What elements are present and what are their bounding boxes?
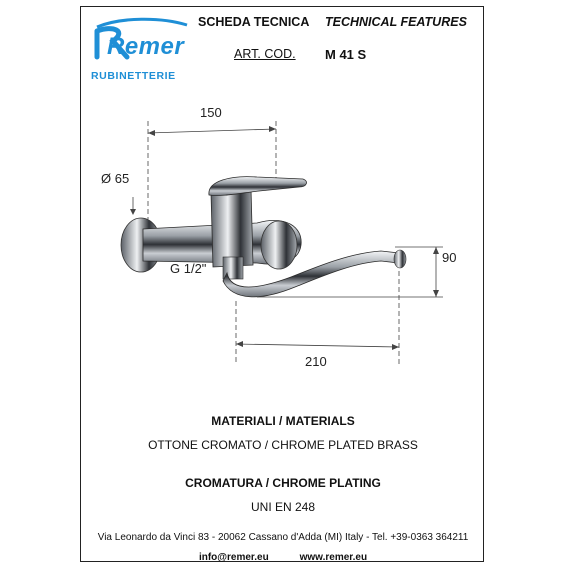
article-code: M 41 S <box>325 47 367 62</box>
cartridge <box>210 188 254 268</box>
technical-features-label: TECHNICAL FEATURES <box>325 15 467 29</box>
logo-subtitle: RUBINETTERIE <box>91 70 176 82</box>
dim-diameter-label: Ø 65 <box>101 171 130 186</box>
footer-contacts: info@remer.eu www.remer.eu <box>81 547 485 565</box>
footer-email[interactable]: info@remer.eu <box>198 552 269 563</box>
materials-value: OTTONE CROMATO / CHROME PLATED BRASS <box>148 438 418 452</box>
dim-210-label: 210 <box>305 354 327 369</box>
plating-title: CROMATURA / CHROME PLATING <box>185 476 381 490</box>
materials-title: MATERIALI / MATERIALS <box>211 414 355 428</box>
logo-mark-icon <box>94 17 188 60</box>
art-cod-label: ART. COD. <box>234 47 296 61</box>
dim-90-label: 90 <box>442 250 457 265</box>
technical-sheet: Remer RUBINETTERIE SCHEDA TECNICA TECHNI… <box>80 6 485 565</box>
footer-address: Via Leonardo da Vinci 83 - 20062 Cassano… <box>97 532 469 543</box>
plating-value: UNI EN 248 <box>250 500 316 514</box>
footer-website[interactable]: www.remer.eu <box>299 552 368 563</box>
dim-thread-label: G 1/2" <box>170 261 207 276</box>
remer-logo: Remer RUBINETTERIE <box>91 13 191 85</box>
logo-brand: Remer <box>107 33 185 60</box>
dim-150-label: 150 <box>200 105 222 120</box>
wall-flange-right <box>260 220 298 270</box>
faucet-drawing <box>120 121 443 365</box>
spout-collar <box>222 256 244 280</box>
dim-210-line <box>235 343 400 348</box>
lever-handle <box>208 176 307 196</box>
spout-outlet <box>393 249 407 269</box>
scheda-tecnica-label: SCHEDA TECNICA <box>198 15 310 29</box>
dim-150-line <box>147 128 277 134</box>
